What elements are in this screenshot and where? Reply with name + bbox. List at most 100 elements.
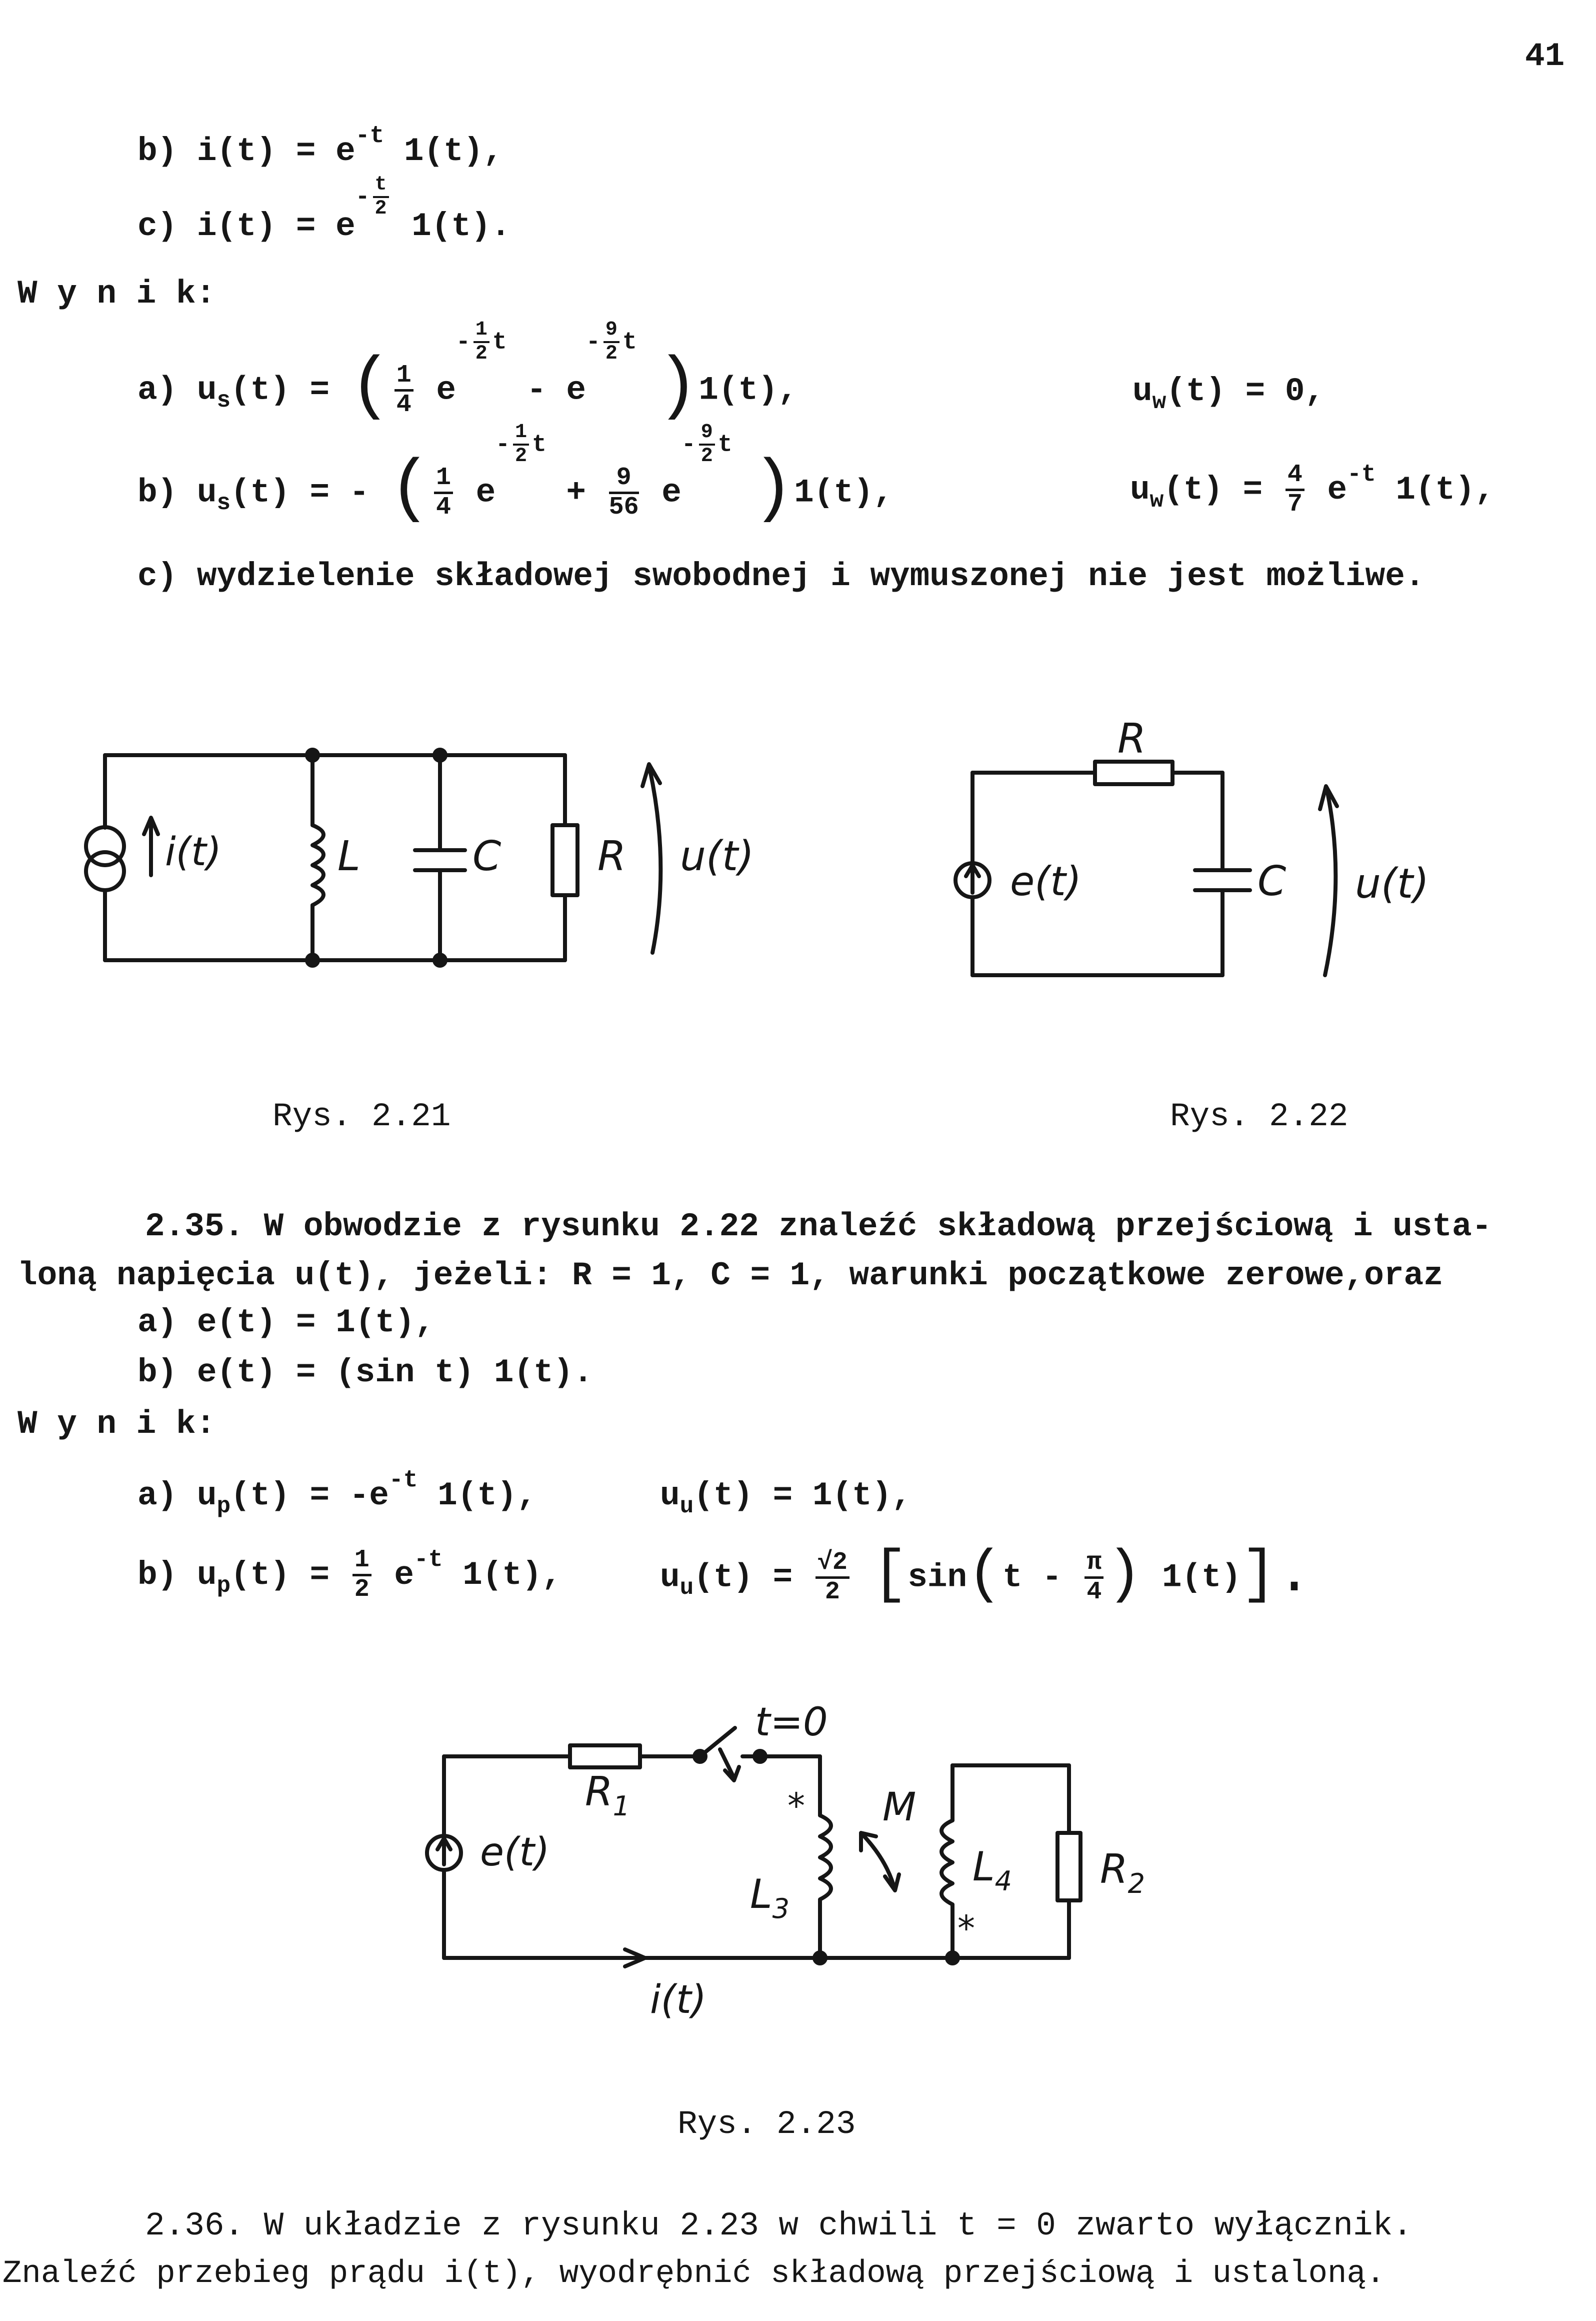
- fig22-capacitor-label: C: [1258, 858, 1286, 905]
- condition-c-lhs: i(t): [196, 208, 276, 245]
- fig23-l4-coil-icon: [940, 1818, 954, 1906]
- problem-2-35-b: b) e(t) = (sin t) 1(t).: [138, 1354, 593, 1391]
- fig22-voltage-label: u(t): [1355, 860, 1429, 908]
- fig23-mutual-label: M: [882, 1785, 916, 1830]
- result1-b-e2-num: 9: [698, 423, 715, 446]
- fig23-r2-letter: R: [1100, 1846, 1128, 1892]
- condition-b-eq: =: [296, 133, 316, 170]
- fig21-node-dot: [432, 953, 448, 968]
- result1-b-c2-num: 9: [608, 465, 639, 494]
- fig21-node-dot: [305, 953, 320, 968]
- result1-a-e2-den: 2: [605, 343, 618, 365]
- result2-a-u: uu(t) = 1(t),: [660, 1477, 912, 1518]
- result2-a-u-val: 1(t),: [812, 1477, 912, 1514]
- result1-c: c) wydzielenie składowej swobodnej i wym…: [138, 560, 1424, 593]
- fig21-resistor-label: R: [598, 833, 626, 880]
- result1-b-w-arg: (t): [1164, 471, 1224, 509]
- fig23-l3-subscript: 3: [772, 1893, 790, 1924]
- condition-b-lhs: i(t): [196, 133, 276, 170]
- result1-a-arg: (t): [230, 371, 290, 409]
- fig23-voltage-source-icon: [425, 1834, 463, 1872]
- fig21-voltage-arrow-icon: [640, 762, 663, 955]
- result2-b-eq: =: [310, 1556, 330, 1594]
- condition-c-exp-minus: -: [355, 184, 370, 211]
- fig21-capacitor-label: C: [472, 833, 501, 880]
- result1-a-e2-var: t: [622, 329, 637, 356]
- result2-b-fn: sin: [908, 1558, 968, 1596]
- result2-b-exp: -t: [414, 1546, 443, 1573]
- result1-b-w-tail: 1(t),: [1396, 471, 1495, 509]
- condition-b-exp: -t: [355, 123, 384, 150]
- fig22-resistor-label: R: [1118, 715, 1146, 763]
- result2-b-u-tail: 1(t): [1162, 1558, 1242, 1596]
- fig21-current-source-ring-2: [84, 850, 126, 892]
- fig23-r2-label: R2: [1100, 1846, 1145, 1899]
- caption-rys-2-22: Rys. 2.22: [1170, 1098, 1348, 1135]
- fig22-source-label: e(t): [1010, 858, 1082, 905]
- fig23-source-label: e(t): [480, 1830, 550, 1875]
- result1-a-close: ): [656, 347, 699, 427]
- result1-a-c1-num: 1: [394, 363, 414, 392]
- result1-b-base2: e: [662, 474, 682, 512]
- result1-b-e2-minus: -: [681, 431, 696, 459]
- wynik-label-2: W y n i k:: [18, 1405, 216, 1443]
- result1-a-e1-minus: -: [456, 329, 470, 356]
- fig23-current-label: i(t): [650, 1977, 706, 2022]
- problem-2-36-line-2: Znaleźć przebieg prądu i(t), wyodrębnić …: [2, 2256, 1386, 2292]
- result1-a-w-val: 0,: [1284, 373, 1325, 410]
- result1-b-w-eq: =: [1242, 471, 1263, 509]
- problem-2-35-a: a) e(t) = 1(t),: [138, 1304, 435, 1341]
- result2-b-label: b): [138, 1556, 178, 1594]
- result2-a-u-lhs: u: [660, 1477, 680, 1514]
- fig21-current-source-ring-1: [84, 825, 126, 867]
- result1-a-open: (: [349, 347, 392, 427]
- result1-a-lhs: u: [196, 371, 217, 409]
- fig23-l4-star: *: [958, 1908, 975, 1949]
- result2-b-u-den: 2: [824, 1577, 840, 1606]
- fig23-l3-label: L3: [750, 1871, 790, 1924]
- fig23-node-dot: [692, 1749, 708, 1764]
- fig23-switch-arrow-icon: [718, 1747, 741, 1782]
- result2-b-lhs-sub: p: [216, 1572, 231, 1599]
- result1-b-w-base: e: [1327, 471, 1348, 509]
- result2-b-u-sub: u: [680, 1575, 694, 1601]
- result2-a: a) up(t) = -e-t 1(t),: [138, 1468, 536, 1518]
- fig23-node-dot: [812, 1950, 828, 1965]
- condition-b: b) i(t) = e-t 1(t),: [138, 124, 503, 170]
- result1-a-label: a): [138, 371, 178, 409]
- result2-b-u-eq: =: [772, 1558, 793, 1596]
- result2-b-pi-den: 4: [1086, 1577, 1102, 1606]
- result2-a-lhs-sub: p: [216, 1493, 231, 1519]
- result1-b-w-num: 4: [1285, 463, 1304, 491]
- fig22-resistor-icon: [1093, 760, 1174, 786]
- fig23-r2-subscript: 2: [1128, 1868, 1145, 1899]
- condition-c-eq: =: [296, 208, 316, 245]
- result1-b-lhs: u: [196, 474, 217, 512]
- result1-a-w: uw(t) = 0,: [1132, 373, 1325, 414]
- result1-a-e2-num: 9: [603, 320, 620, 343]
- fig23-node-dot: [945, 1950, 960, 1965]
- condition-b-base: e: [336, 133, 356, 170]
- condition-c-tail: 1(t).: [412, 208, 511, 245]
- result2-a-label: a): [138, 1477, 178, 1514]
- result2-b-p-open: (: [967, 1542, 1002, 1608]
- result1-a-op: -: [526, 371, 546, 409]
- fig23-r2-resistor-icon: [1056, 1831, 1082, 1902]
- problem-2-35-line-1: 2.35. W obwodzie z rysunku 2.22 znaleźć …: [145, 1208, 1492, 1245]
- result2-b-p-close: ): [1106, 1542, 1142, 1608]
- fig22-capacitor-plates-icon: [1193, 868, 1252, 892]
- result2-b-c-den: 2: [354, 1575, 370, 1604]
- result1-b-base1: e: [476, 474, 496, 512]
